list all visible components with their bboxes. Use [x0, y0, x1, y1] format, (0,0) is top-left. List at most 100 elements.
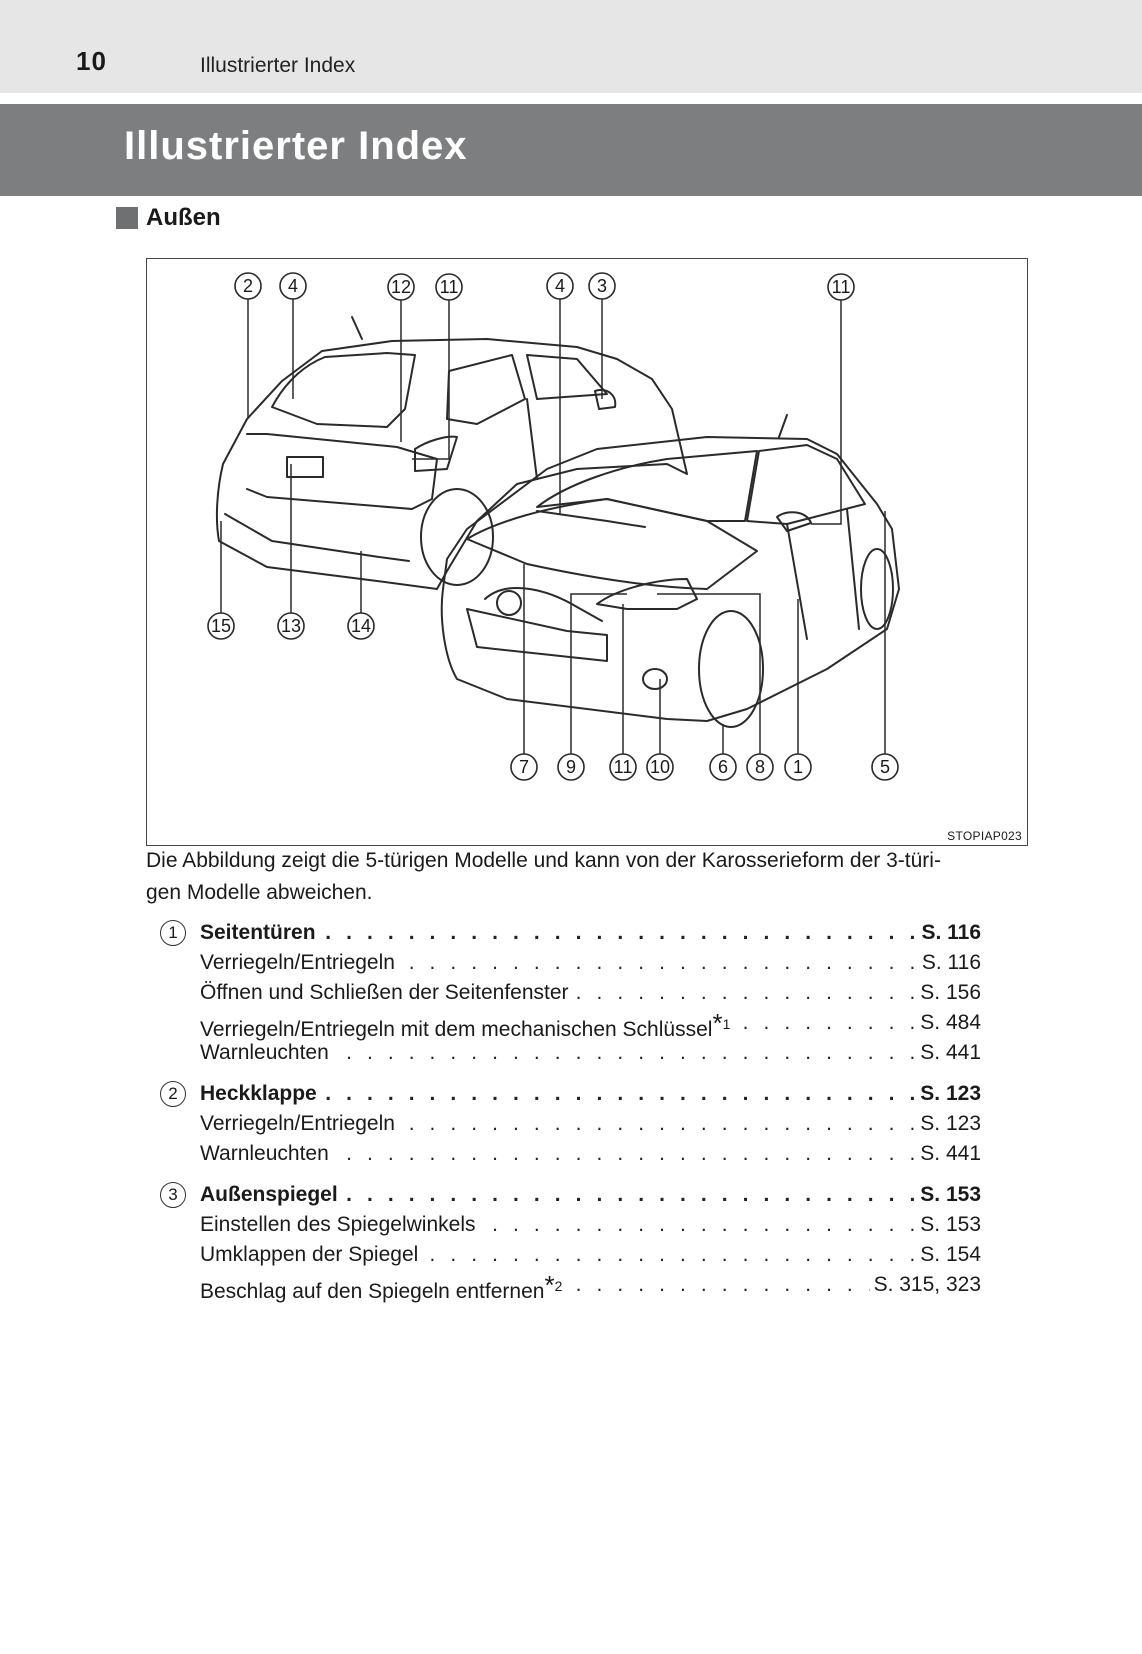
dot-leader: . . . . . . . . . . . . . . . . . . . . …	[200, 1082, 981, 1105]
section-label: Außen	[146, 204, 221, 231]
page-reference: S. 116	[917, 948, 981, 978]
entry-title: Außenspiegel	[200, 1183, 342, 1206]
callout-11: 11	[435, 273, 463, 301]
front-headlight	[596, 578, 698, 610]
entry-item-row: . . . . . . . . . . . . . . . . . . . . …	[200, 1109, 981, 1139]
callout-4: 4	[279, 272, 307, 300]
dot-leader: . . . . . . . . . . . . . . . . . . . . …	[200, 1183, 981, 1206]
front-car-body	[440, 436, 900, 722]
chapter-title-band: Illustrierter Index	[0, 104, 1142, 196]
callout-number: 9	[566, 757, 576, 777]
caption-line-1: Die Abbildung zeigt die 5-türigen Modell…	[146, 849, 941, 872]
rear-wheel	[420, 488, 494, 586]
footnote-marker: *1	[712, 1008, 731, 1038]
footnote-marker: *2	[544, 1270, 563, 1300]
dot-leader: . . . . . . . . . . . . . . . . . . . . …	[200, 1041, 981, 1064]
entry-item-label: Einstellen des Spiegelwinkels	[200, 1213, 480, 1236]
callout-number: 4	[288, 276, 298, 296]
entry-item-row: . . . . . . . . . . . . . . . . . . . . …	[200, 1210, 981, 1240]
caption-line-2: gen Modelle abweichen.	[146, 881, 373, 904]
callout-number: 12	[391, 277, 411, 297]
front-antenna	[778, 414, 788, 438]
figure-caption: Die Abbildung zeigt die 5-türigen Modell…	[146, 845, 1026, 909]
callout-number: 11	[440, 277, 459, 297]
entry-title-row: . . . . . . . . . . . . . . . . . . . . …	[200, 1180, 981, 1210]
callout-number: 6	[718, 757, 728, 777]
leader-9	[570, 593, 627, 755]
leader-11a	[412, 299, 450, 460]
callout-number: 8	[755, 757, 765, 777]
page-reference: S. 123	[916, 1109, 981, 1139]
entry-item-row: . . . . . . . . . . . . . . . . . . . . …	[200, 1038, 981, 1068]
callout-number: 14	[351, 616, 371, 636]
callout-6: 6	[709, 753, 737, 781]
front-emblem	[496, 590, 522, 616]
callout-8: 8	[746, 753, 774, 781]
callout-14: 14	[347, 612, 375, 640]
callout-9: 9	[557, 753, 585, 781]
front-grille-lower	[484, 587, 603, 622]
leader-8	[657, 593, 761, 755]
rear-hatch	[246, 433, 438, 510]
callout-4: 4	[546, 272, 574, 300]
callout-11: 11	[827, 273, 855, 301]
page-reference: S. 116	[917, 918, 981, 948]
callout-5: 5	[871, 753, 899, 781]
callout-number: 13	[281, 616, 301, 636]
index-group: 3 . . . . . . . . . . . . . . . . . . . .…	[0, 1180, 1142, 1303]
entry-item-row: . . . . . . . . . . . . . . . . . . . . …	[200, 1270, 981, 1303]
rear-side-window	[446, 354, 526, 425]
callout-number: 3	[597, 276, 607, 296]
entry-number-badge: 3	[160, 1182, 186, 1208]
entry-title-row: . . . . . . . . . . . . . . . . . . . . …	[200, 1079, 981, 1109]
rear-antenna	[351, 316, 363, 340]
entry-item-label: Öffnen und Schließen der Seitenfenster	[200, 981, 573, 1004]
dot-leader: . . . . . . . . . . . . . . . . . . . . …	[200, 1142, 981, 1165]
callout-11: 11	[609, 753, 637, 781]
index-entries: 1. . . . . . . . . . . . . . . . . . . .…	[0, 918, 1142, 1303]
entry-number-badge: 2	[160, 1081, 186, 1107]
index-group: 2 . . . . . . . . . . . . . . . . . . . .…	[0, 1079, 1142, 1169]
front-mirror	[776, 511, 812, 532]
front-grille	[466, 608, 608, 662]
front-hood	[466, 498, 758, 590]
page-reference: S. 153	[916, 1210, 981, 1240]
callout-number: 2	[243, 276, 253, 296]
front-wheel	[698, 610, 764, 728]
page-reference: S. 315, 323	[869, 1270, 981, 1300]
page-reference: S. 153	[916, 1180, 981, 1210]
page-reference: S. 123	[916, 1079, 981, 1109]
callout-number: 15	[211, 616, 231, 636]
front-wiper	[536, 510, 646, 528]
callout-number: 11	[614, 757, 633, 777]
section-square-icon	[116, 207, 138, 229]
entry-item-row: . . . . . . . . . . . . . . . . . . . . …	[200, 1139, 981, 1169]
callout-12: 12	[387, 273, 415, 301]
rear-window	[271, 352, 416, 428]
entry-item-row: . . . . . . . . . . . . . . . . . . . . …	[200, 978, 981, 1008]
rear-plate	[286, 456, 324, 478]
running-title: Illustrierter Index	[200, 54, 356, 77]
entry-item-label: Verriegeln/Entriegeln mit dem mechanisch…	[200, 1008, 735, 1041]
callout-7: 7	[510, 753, 538, 781]
callout-1: 1	[784, 753, 812, 781]
chapter-title: Illustrierter Index	[124, 124, 468, 168]
callout-number: 5	[880, 757, 890, 777]
group-spacer	[0, 1169, 1142, 1180]
front-rear-wheel	[860, 548, 894, 630]
callout-number: 7	[519, 757, 529, 777]
page-number: 10	[76, 46, 107, 76]
entry-item-row: . . . . . . . . . . . . . . . . . . . . …	[200, 948, 981, 978]
front-side-windows	[746, 444, 866, 525]
figure-code: STOPIAP023	[947, 829, 1022, 843]
entry-title: Seitentüren	[200, 921, 320, 944]
callout-number: 1	[793, 757, 803, 777]
callout-15: 15	[207, 612, 235, 640]
group-spacer	[0, 1068, 1142, 1079]
front-windshield	[536, 450, 758, 522]
page-reference: S. 441	[916, 1038, 981, 1068]
page-reference: S. 156	[916, 978, 981, 1008]
entry-title-row: . . . . . . . . . . . . . . . . . . . . …	[200, 918, 981, 948]
page-reference: S. 154	[916, 1240, 981, 1270]
